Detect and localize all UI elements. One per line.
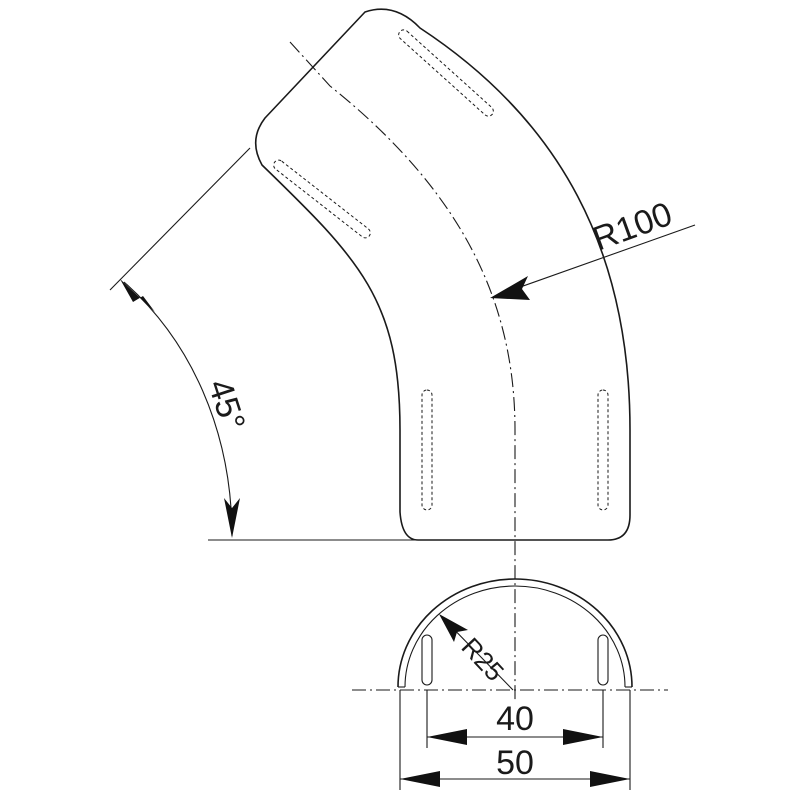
angle-dimension: 45°	[109, 147, 418, 541]
slot-bottom-right	[597, 389, 609, 511]
inner-width-arrow-left	[427, 729, 467, 745]
slot-top-right	[398, 29, 494, 117]
bend-radius-arrowhead	[490, 276, 530, 300]
angle-arrowhead-top	[120, 279, 155, 312]
slot-top-left	[273, 159, 371, 239]
slot-bottom-left	[421, 389, 433, 511]
section-slot-right	[597, 634, 609, 686]
outer-width-arrow-right	[590, 771, 630, 787]
outer-width-arrow-left	[400, 771, 440, 787]
section-inner-arc	[404, 585, 626, 688]
angle-extension-line-diagonal	[109, 147, 251, 291]
angle-arrowhead-bottom	[224, 498, 240, 538]
inner-width-label: 40	[496, 700, 534, 738]
angle-label: 45°	[200, 375, 252, 436]
elbow-outline	[254, 8, 631, 541]
cross-section-view: R25 40 50	[352, 578, 668, 790]
bend-radius-leader-line	[494, 224, 696, 297]
inner-width-arrow-right	[563, 729, 603, 745]
angle-arc	[123, 281, 233, 537]
section-outer-arc	[397, 578, 633, 688]
bend-radius-label: R100	[588, 195, 677, 259]
section-slot-left	[421, 634, 433, 686]
elbow-body	[254, 8, 631, 700]
outer-width-label: 50	[496, 744, 534, 782]
bend-radius-leader: R100	[490, 195, 696, 300]
section-radius-arrowhead	[439, 614, 468, 642]
elbow-centerline	[289, 41, 516, 700]
